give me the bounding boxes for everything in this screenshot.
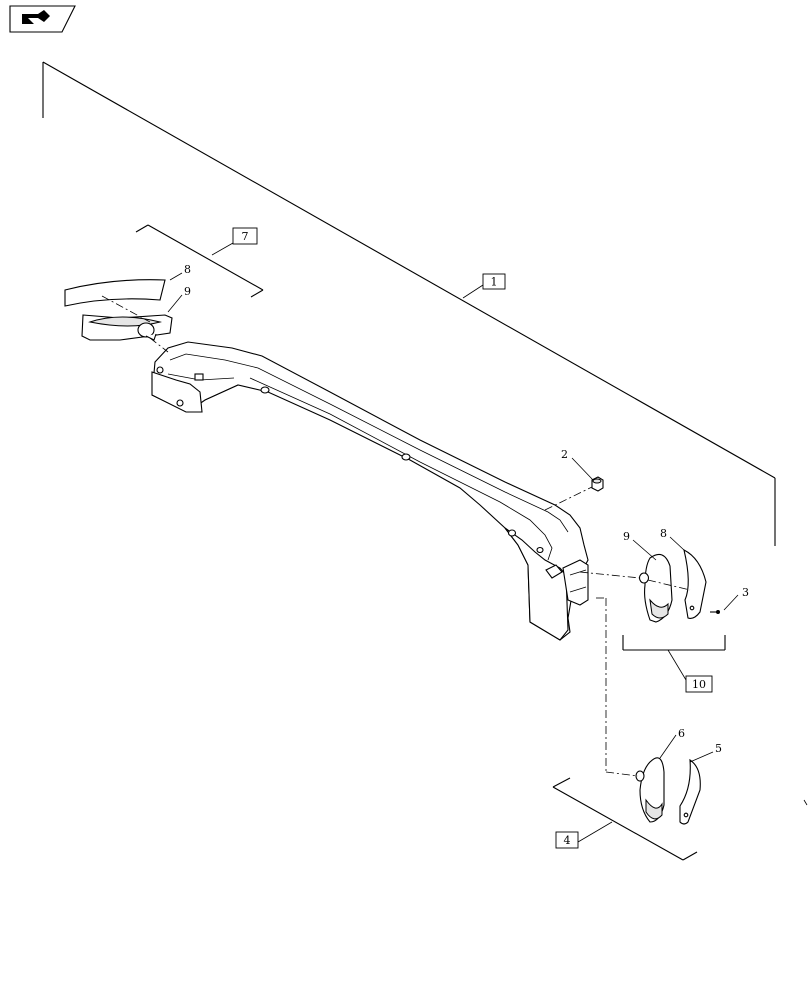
decal-right [683,548,707,619]
callout-2: 2 [561,448,568,461]
callout-5: 5 [715,742,722,755]
lens-lower [635,757,665,823]
assembly-bracket-10 [622,635,726,681]
back-to-index-icon[interactable] [9,5,76,33]
assembly-bracket-7 [135,224,264,298]
decal-top-left [64,279,166,307]
assembly-bracket-4 [552,777,698,861]
box-label-1: 1 [482,273,506,290]
nut-2 [591,476,604,492]
svg-text:4: 4 [564,834,571,847]
callout-3: 3 [742,586,749,599]
box-label-10: 10 [685,675,713,693]
svg-text:7: 7 [242,230,249,243]
lens-right [638,553,673,623]
callout-8-top: 8 [184,263,191,276]
decal-lower [679,758,701,825]
svg-text:1: 1 [491,276,498,289]
svg-text:10: 10 [692,678,706,691]
lens-top-left [81,314,173,341]
screw-3 [710,610,720,614]
box-label-4: 4 [555,831,579,849]
callout-6: 6 [678,727,685,740]
callout-9-top: 9 [184,285,191,298]
assembly-bracket-1 [42,61,776,546]
callout-9-right: 9 [623,530,630,543]
leader-lines [167,272,739,763]
box-label-7: 7 [232,227,258,245]
callout-8-right: 8 [660,527,667,540]
center-lines [101,295,691,777]
handle-housing [151,341,589,641]
edge-mark [803,799,808,806]
